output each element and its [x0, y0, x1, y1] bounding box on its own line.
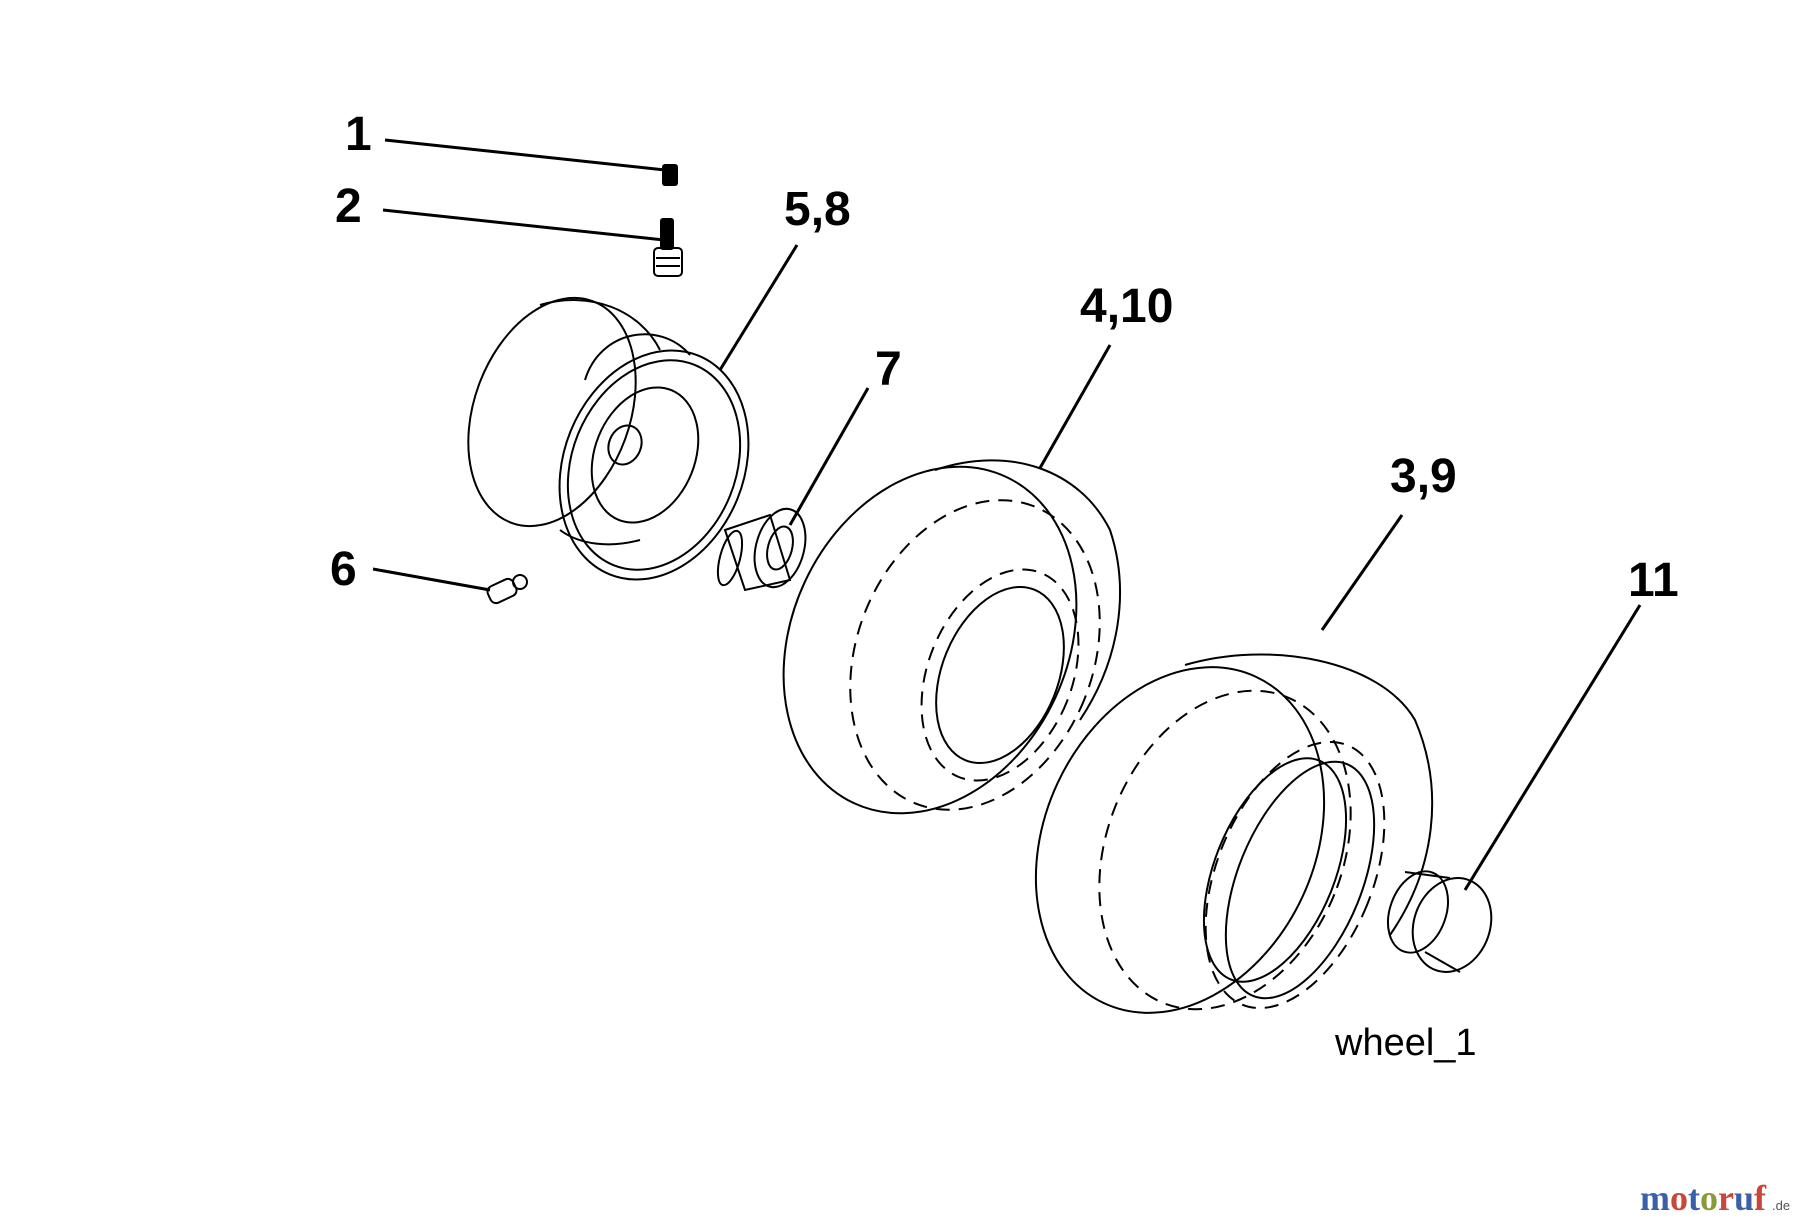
leader-line-5-8 [718, 244, 799, 371]
grease-fitting-part [486, 574, 528, 605]
watermark-letter: f [1754, 1178, 1767, 1218]
valve-cap-part [662, 164, 678, 186]
leader-line-3-9 [1320, 514, 1404, 631]
leader-line-6 [372, 567, 491, 592]
motoruf-watermark: motoruf .de [1640, 1178, 1790, 1218]
svg-text:motoruf: motoruf [1640, 1178, 1767, 1218]
callout-2: 2 [335, 180, 362, 233]
watermark-letter: m [1640, 1178, 1670, 1218]
leader-line-1 [384, 138, 666, 172]
hub-cap-part [1387, 870, 1493, 973]
rim-part [467, 296, 750, 581]
callout-3-9: 3,9 [1390, 450, 1457, 503]
leader-line-2 [382, 208, 665, 242]
tire-rear-part [1034, 653, 1434, 1014]
callout-1: 1 [345, 108, 372, 161]
tire-front-part [782, 459, 1121, 815]
callout-7: 7 [875, 343, 902, 396]
watermark-letter: o [1700, 1178, 1718, 1218]
callout-11: 11 [1628, 554, 1679, 607]
leader-line-7 [788, 387, 870, 526]
leader-line-11 [1463, 604, 1642, 891]
leader-line-4-10 [1038, 344, 1112, 469]
callout-6: 6 [330, 543, 357, 596]
watermark-letter: o [1670, 1178, 1688, 1218]
watermark-letter: r [1718, 1178, 1734, 1218]
bushing-part [716, 507, 807, 592]
watermark-suffix: .de [1772, 1198, 1790, 1213]
valve-stem-part [653, 218, 683, 277]
watermark-letter: t [1688, 1178, 1700, 1218]
callout-4-10: 4,10 [1080, 280, 1173, 333]
watermark-letter: u [1734, 1178, 1754, 1218]
diagram-caption: wheel_1 [1334, 1022, 1477, 1064]
callout-5-8: 5,8 [784, 183, 851, 236]
